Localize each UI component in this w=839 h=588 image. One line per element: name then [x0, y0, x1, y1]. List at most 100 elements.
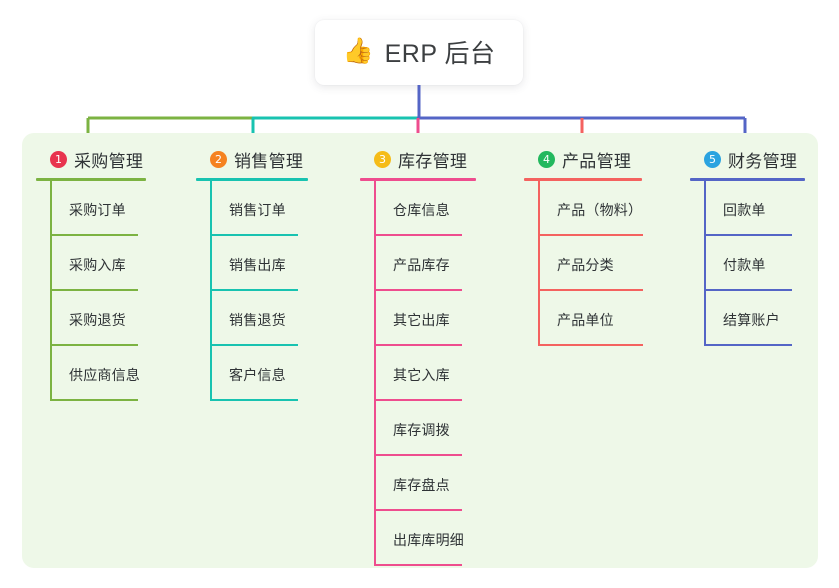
branch-items-3: 仓库信息 产品库存 其它出库 其它入库 库存调拨 库存盘点 — [360, 181, 510, 566]
list-item[interactable]: 客户信息 — [196, 346, 346, 401]
branch-column-1: 1 采购管理 采购订单 采购入库 采购退货 供应商信息 — [36, 146, 186, 401]
item-underline — [210, 344, 298, 346]
list-item[interactable]: 其它入库 — [360, 346, 510, 401]
list-item[interactable]: 回款单 — [690, 181, 830, 236]
item-underline — [210, 399, 298, 401]
item-underline — [374, 344, 462, 346]
thumbs-up-icon: 👍 — [342, 37, 374, 65]
branch-header-5[interactable]: 5 财务管理 — [690, 146, 830, 172]
item-underline — [538, 289, 643, 291]
item-label: 库存盘点 — [393, 477, 450, 493]
item-underline — [538, 344, 643, 346]
item-label: 其它入库 — [393, 367, 450, 383]
branch-items-2: 销售订单 销售出库 销售退货 客户信息 — [196, 181, 346, 401]
item-label: 仓库信息 — [393, 202, 450, 218]
item-label: 出库库明细 — [393, 532, 464, 548]
branch-header-3[interactable]: 3 库存管理 — [360, 146, 510, 172]
item-label: 付款单 — [723, 257, 766, 273]
branch-title-2: 销售管理 — [234, 151, 304, 171]
item-underline — [374, 509, 462, 511]
list-item[interactable]: 销售订单 — [196, 181, 346, 236]
item-underline — [210, 289, 298, 291]
branch-underline-4 — [524, 178, 642, 181]
item-underline — [704, 234, 792, 236]
item-underline — [538, 234, 643, 236]
list-item[interactable]: 其它出库 — [360, 291, 510, 346]
item-label: 采购退货 — [69, 312, 126, 328]
branch-underline-2 — [196, 178, 308, 181]
list-item[interactable]: 出库库明细 — [360, 511, 510, 566]
branch-items-5: 回款单 付款单 结算账户 — [690, 181, 830, 346]
item-label: 库存调拨 — [393, 422, 450, 438]
root-node-content: 👍 ERP 后台 — [342, 34, 495, 70]
branch-spine-1 — [50, 181, 52, 401]
list-item[interactable]: 库存调拨 — [360, 401, 510, 456]
branch-number-badge-4: 4 — [538, 150, 555, 168]
list-item[interactable]: 销售出库 — [196, 236, 346, 291]
item-label: 产品（物料） — [557, 202, 643, 218]
branch-spine-4 — [538, 181, 540, 346]
branch-header-2[interactable]: 2 销售管理 — [196, 146, 346, 172]
branch-underline-5 — [690, 178, 805, 181]
item-underline — [374, 289, 462, 291]
item-label: 供应商信息 — [69, 367, 140, 383]
branch-number-badge-3: 3 — [374, 150, 391, 168]
branch-spine-5 — [704, 181, 706, 346]
list-item[interactable]: 产品单位 — [524, 291, 679, 346]
item-label: 销售退货 — [229, 312, 286, 328]
branch-items-4: 产品（物料） 产品分类 产品单位 — [524, 181, 679, 346]
branch-underline-3 — [360, 178, 476, 181]
branch-column-2: 2 销售管理 销售订单 销售出库 销售退货 客户信息 — [196, 146, 346, 401]
item-underline — [374, 454, 462, 456]
item-label: 回款单 — [723, 202, 766, 218]
branch-items-1: 采购订单 采购入库 采购退货 供应商信息 — [36, 181, 186, 401]
item-label: 销售订单 — [229, 202, 286, 218]
list-item[interactable]: 产品库存 — [360, 236, 510, 291]
item-underline — [50, 344, 138, 346]
list-item[interactable]: 付款单 — [690, 236, 830, 291]
list-item[interactable]: 结算账户 — [690, 291, 830, 346]
branch-number-badge-1: 1 — [50, 150, 67, 168]
branch-underline-1 — [36, 178, 146, 181]
item-label: 产品分类 — [557, 257, 614, 273]
list-item[interactable]: 库存盘点 — [360, 456, 510, 511]
branch-number-badge-5: 5 — [704, 150, 721, 168]
branch-spine-3 — [374, 181, 376, 566]
item-underline — [704, 344, 792, 346]
item-label: 采购入库 — [69, 257, 126, 273]
branch-header-1[interactable]: 1 采购管理 — [36, 146, 186, 172]
item-underline — [704, 289, 792, 291]
item-underline — [374, 564, 462, 566]
item-label: 结算账户 — [723, 312, 780, 328]
branch-column-4: 4 产品管理 产品（物料） 产品分类 产品单位 — [524, 146, 679, 346]
item-underline — [210, 234, 298, 236]
item-underline — [50, 289, 138, 291]
item-label: 销售出库 — [229, 257, 286, 273]
list-item[interactable]: 采购入库 — [36, 236, 186, 291]
branch-title-4: 产品管理 — [562, 151, 632, 171]
branch-title-3: 库存管理 — [398, 151, 468, 171]
branch-column-3: 3 库存管理 仓库信息 产品库存 其它出库 其它入库 库存调拨 — [360, 146, 510, 566]
content-panel — [22, 133, 818, 568]
list-item[interactable]: 产品（物料） — [524, 181, 679, 236]
item-label: 其它出库 — [393, 312, 450, 328]
item-label: 客户信息 — [229, 367, 286, 383]
branch-header-4[interactable]: 4 产品管理 — [524, 146, 679, 172]
list-item[interactable]: 仓库信息 — [360, 181, 510, 236]
root-node-title: ERP 后台 — [384, 39, 496, 68]
item-label: 产品单位 — [557, 312, 614, 328]
list-item[interactable]: 产品分类 — [524, 236, 679, 291]
branch-column-5: 5 财务管理 回款单 付款单 结算账户 — [690, 146, 830, 346]
branch-title-5: 财务管理 — [728, 151, 798, 171]
list-item[interactable]: 供应商信息 — [36, 346, 186, 401]
branch-title-1: 采购管理 — [74, 151, 144, 171]
list-item[interactable]: 销售退货 — [196, 291, 346, 346]
branch-number-badge-2: 2 — [210, 150, 227, 168]
list-item[interactable]: 采购订单 — [36, 181, 186, 236]
item-underline — [374, 399, 462, 401]
list-item[interactable]: 采购退货 — [36, 291, 186, 346]
item-underline — [374, 234, 462, 236]
root-node-card[interactable]: 👍 ERP 后台 — [315, 20, 523, 85]
branch-spine-2 — [210, 181, 212, 401]
